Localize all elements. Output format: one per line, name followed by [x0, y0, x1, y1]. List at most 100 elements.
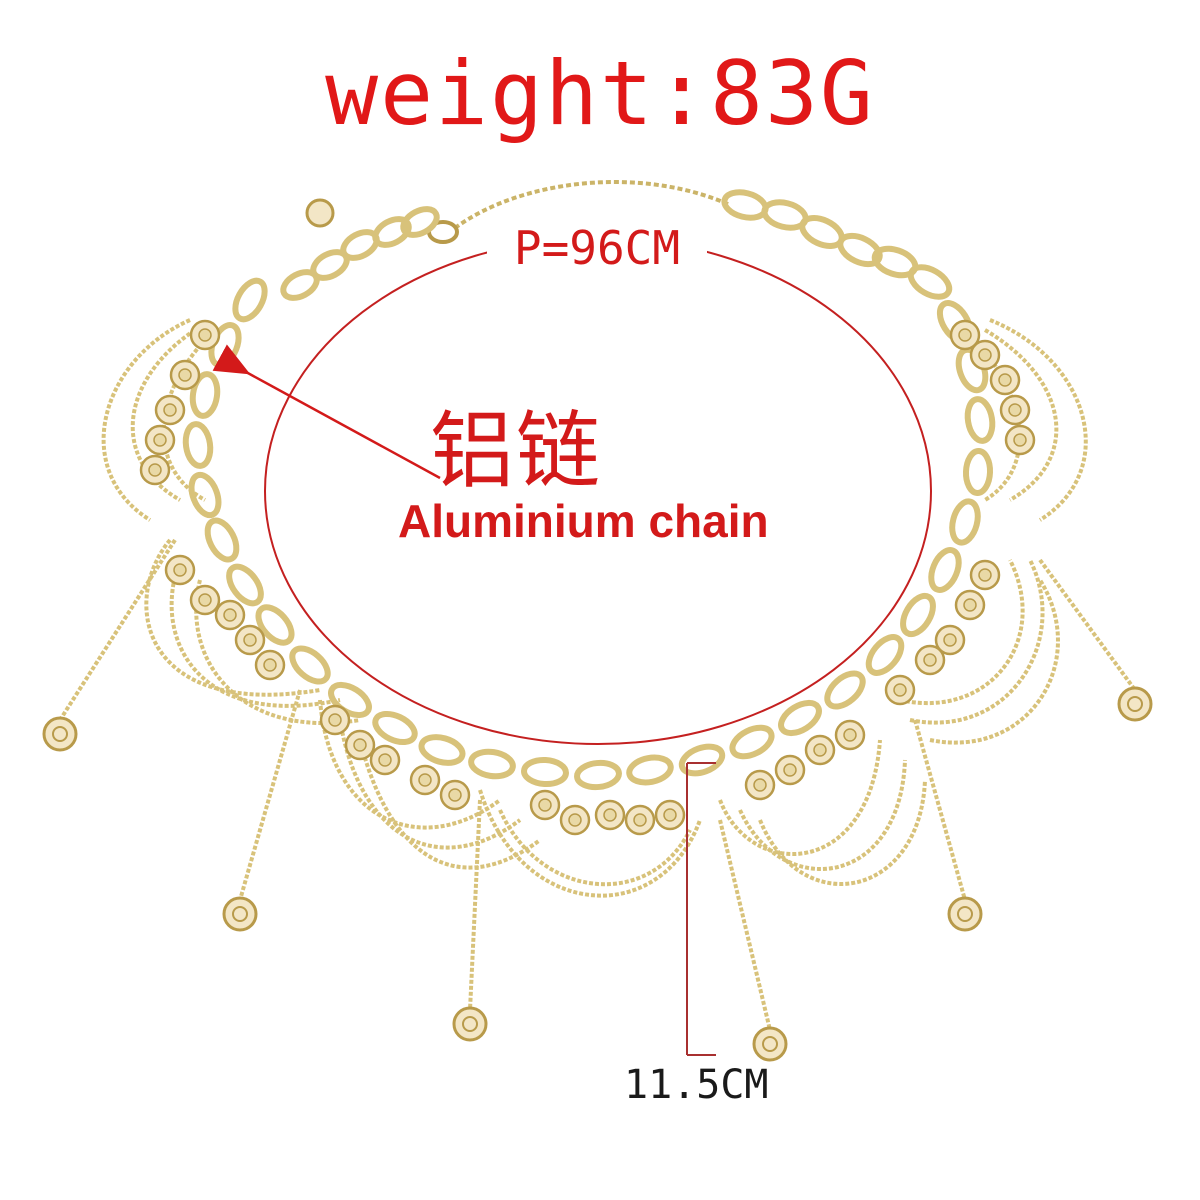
weight-title: weight:83G — [325, 42, 875, 145]
dangling-chains — [42, 538, 1153, 1062]
chain-link — [626, 754, 674, 786]
draped-chain — [498, 809, 692, 887]
coin-charm — [969, 559, 1001, 591]
coin-charm — [139, 454, 171, 486]
draped-chain — [738, 759, 907, 872]
coin-charm — [164, 554, 196, 586]
chain-link — [865, 634, 905, 676]
dangle-chain — [238, 689, 302, 901]
coin-charm — [169, 359, 201, 391]
chain-link — [678, 743, 726, 777]
coin-charm — [949, 319, 981, 351]
coin-charm — [319, 704, 351, 736]
chain-link — [204, 517, 240, 563]
coin-charm — [254, 649, 286, 681]
chain-link — [778, 699, 822, 737]
chain-link — [289, 645, 331, 685]
coin-charm — [914, 644, 946, 676]
coin-charm — [954, 589, 986, 621]
draped-chain — [144, 538, 321, 697]
draped-chain — [758, 779, 927, 886]
end-charm — [305, 198, 335, 228]
coin-charm — [409, 764, 441, 796]
chain-link — [232, 277, 268, 323]
coin-charm — [934, 624, 966, 656]
extension-chain — [453, 179, 731, 230]
coin-charm — [42, 716, 78, 752]
draped-chain — [909, 559, 1045, 725]
coin-charm — [189, 584, 221, 616]
length-bracket — [686, 762, 716, 1056]
coin-charm — [624, 804, 656, 836]
coin-charm — [222, 896, 258, 932]
coin-charm — [154, 394, 186, 426]
coin-charm — [369, 744, 401, 776]
coin-charm — [234, 624, 266, 656]
draped-chain — [989, 318, 1088, 522]
chain-link — [255, 604, 295, 646]
chain-link — [372, 710, 418, 746]
coin-charm — [559, 804, 591, 836]
chain-link — [418, 734, 466, 766]
chain-link — [468, 748, 516, 780]
chain-link — [761, 199, 809, 231]
chain-link — [729, 724, 775, 760]
coin-charm — [969, 339, 1001, 371]
coin-charm — [999, 394, 1031, 426]
coin-charm — [744, 769, 776, 801]
coin-charm — [654, 799, 686, 831]
coin-charm — [752, 1026, 788, 1062]
draped-chain — [899, 559, 1025, 706]
chain-link — [188, 471, 222, 519]
coin-charm — [1117, 686, 1153, 722]
coin-charm — [774, 754, 806, 786]
chain-link — [189, 371, 221, 419]
coin-charm — [452, 1006, 488, 1042]
coin-charm — [989, 364, 1021, 396]
chain-link — [226, 563, 264, 607]
draped-chain — [358, 739, 542, 870]
arrow-pointer — [212, 344, 441, 480]
chain-link — [928, 547, 962, 593]
draped-chain — [718, 739, 882, 857]
dangle-chain — [468, 799, 482, 1011]
chain-link — [964, 396, 996, 444]
coin-charm — [214, 599, 246, 631]
coin-charm — [594, 799, 626, 831]
chain-link — [372, 216, 412, 248]
chain-link — [871, 245, 919, 279]
chain-link — [574, 759, 622, 791]
dangle-chain — [718, 819, 772, 1031]
draped-chain — [983, 328, 1059, 502]
coin-charm — [529, 789, 561, 821]
chain-link — [521, 756, 569, 788]
coin-charm — [884, 674, 916, 706]
chain-link — [824, 670, 866, 710]
coin-charm — [144, 424, 176, 456]
coin-charm — [344, 729, 376, 761]
coin-charm — [947, 896, 983, 932]
coin-charm — [439, 779, 471, 811]
chain-link — [900, 592, 936, 638]
draped-chains — [101, 318, 1088, 898]
chain-link — [400, 206, 440, 238]
draped-chain — [101, 318, 191, 522]
chain-link — [962, 448, 994, 496]
chain-link — [182, 421, 214, 469]
draped-chain — [478, 789, 702, 898]
chain-label-english: Aluminium chain — [398, 495, 769, 547]
coin-charm — [804, 734, 836, 766]
coin-charm — [834, 719, 866, 751]
coin-charm — [1004, 424, 1036, 456]
chain-link — [721, 189, 769, 221]
coin-charms — [139, 319, 1036, 836]
dangle-chain — [913, 719, 967, 901]
coin-charm — [189, 319, 221, 351]
perimeter-label: P=96CM — [487, 218, 707, 278]
drop-length-label: 11.5CM — [624, 1062, 769, 1108]
chain-link — [949, 498, 981, 546]
chain-label-chinese: 铝链 — [430, 402, 603, 500]
dangle-chain — [1038, 558, 1137, 692]
